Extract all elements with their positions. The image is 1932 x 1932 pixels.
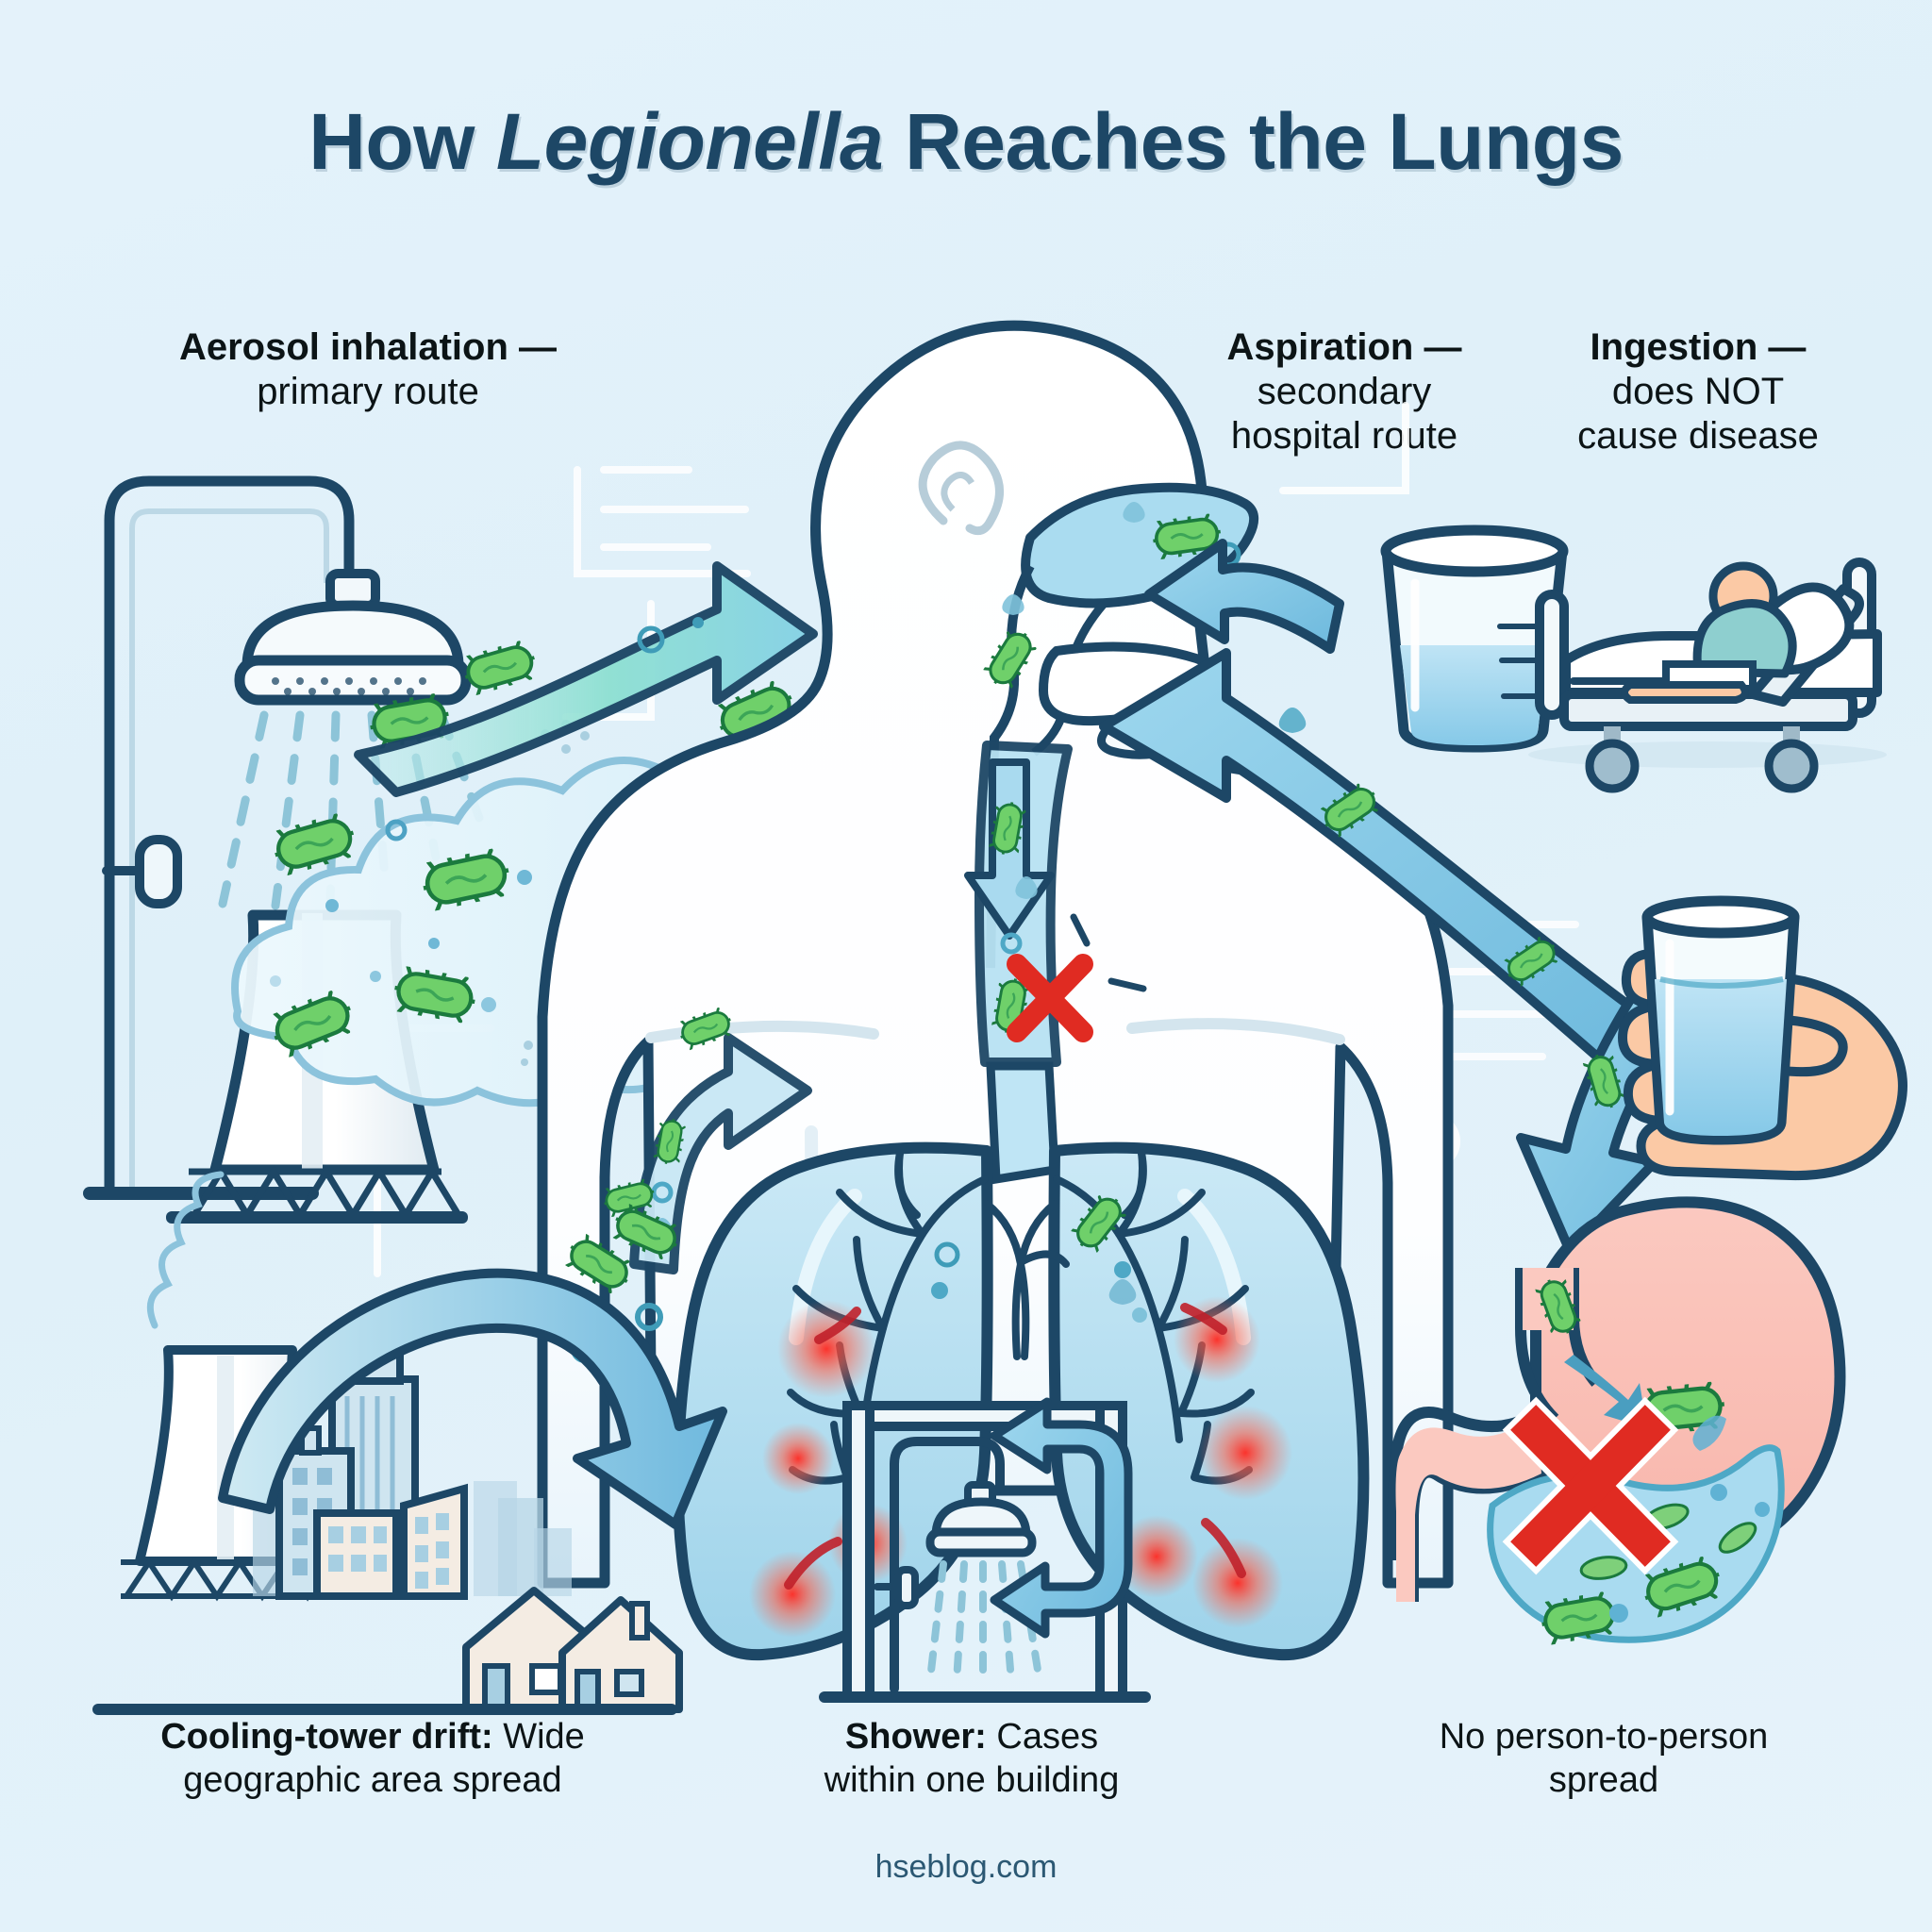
caption-cooling-tower-drift-rest: Wide xyxy=(492,1717,585,1757)
label-aspiration-line1: secondary xyxy=(1257,371,1432,413)
title-suffix: Reaches the Lungs xyxy=(883,97,1624,186)
label-aerosol-inhalation-bold: Aerosol inhalation — xyxy=(178,326,558,368)
label-ingestion-bold: Ingestion — xyxy=(1590,326,1807,368)
label-ingestion-line1: does NOT xyxy=(1611,371,1785,413)
footer-site-credit: hseblog.com xyxy=(874,1849,1058,1885)
caption-shower-bold: Shower: xyxy=(844,1717,987,1757)
caption-shower: Shower: Cases within one building xyxy=(764,1715,1179,1803)
caption-cooling-tower-drift-bold: Cooling-tower drift: xyxy=(160,1717,493,1757)
title-prefix: How xyxy=(308,97,496,186)
label-aspiration-line2: hospital route xyxy=(1230,415,1458,458)
label-aerosol-inhalation-rest: primary route xyxy=(257,371,479,413)
caption-no-person-to-person-line1: No person-to-person xyxy=(1439,1717,1769,1757)
caption-shower-line2: within one building xyxy=(824,1760,1120,1801)
caption-no-person-to-person: No person-to-person spread xyxy=(1368,1715,1840,1803)
title-italic-legionella: Legionella xyxy=(495,97,884,186)
caption-cooling-tower-drift-line2: geographic area spread xyxy=(183,1760,562,1801)
label-aspiration-bold: Aspiration — xyxy=(1226,326,1462,368)
label-ingestion-line2: cause disease xyxy=(1577,415,1819,458)
label-aspiration: Aspiration — secondary hospital route xyxy=(1189,325,1500,459)
label-ingestion: Ingestion — does NOT cause disease xyxy=(1528,325,1868,459)
caption-shower-rest: Cases xyxy=(986,1717,1099,1757)
caption-cooling-tower-drift: Cooling-tower drift: Wide geographic are… xyxy=(75,1715,670,1803)
page-title: How Legionella Reaches the Lungs xyxy=(0,102,1932,181)
label-aerosol-inhalation: Aerosol inhalation — primary route xyxy=(104,325,632,414)
caption-no-person-to-person-line2: spread xyxy=(1548,1760,1659,1801)
